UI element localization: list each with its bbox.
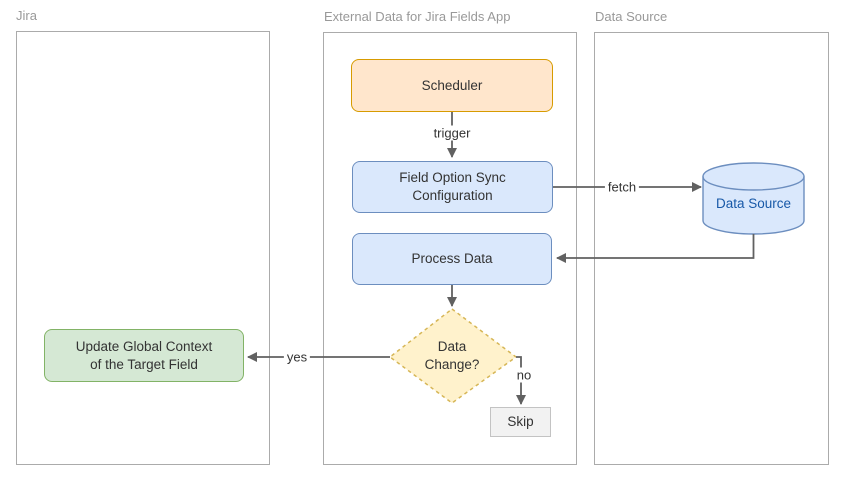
node-field-option-sync-configuration: Field Option Sync Configuration bbox=[352, 161, 553, 213]
edge-label-no: no bbox=[513, 367, 535, 383]
node-data-change-decision-label: Data Change? bbox=[424, 339, 480, 372]
node-update-global-context: Update Global Context of the Target Fiel… bbox=[44, 329, 244, 382]
database-label-text: Data Source bbox=[715, 196, 792, 212]
node-scheduler-label: Scheduler bbox=[421, 77, 483, 93]
lane-data-source bbox=[594, 32, 829, 465]
lane-jira-label: Jira bbox=[16, 8, 37, 23]
node-skip: Skip bbox=[490, 407, 551, 437]
node-update-global-context-label: Update Global Context of the Target Fiel… bbox=[75, 338, 213, 372]
lane-external-data-app-label: External Data for Jira Fields App bbox=[324, 9, 511, 24]
edge-label-trigger: trigger bbox=[430, 125, 474, 141]
node-field-option-sync-configuration-label: Field Option Sync Configuration bbox=[399, 170, 506, 203]
node-process-data-label: Process Data bbox=[411, 251, 493, 267]
edge-label-yes: yes bbox=[283, 349, 311, 365]
node-data-source-db-label: Data Source bbox=[703, 196, 804, 212]
node-process-data: Process Data bbox=[352, 233, 552, 285]
lane-data-source-label: Data Source bbox=[595, 9, 668, 24]
node-skip-label: Skip bbox=[507, 414, 534, 430]
node-data-change-decision: Data Change? bbox=[416, 330, 488, 382]
node-scheduler: Scheduler bbox=[351, 59, 553, 112]
lane-jira bbox=[16, 31, 270, 465]
edge-label-fetch: fetch bbox=[604, 179, 640, 195]
